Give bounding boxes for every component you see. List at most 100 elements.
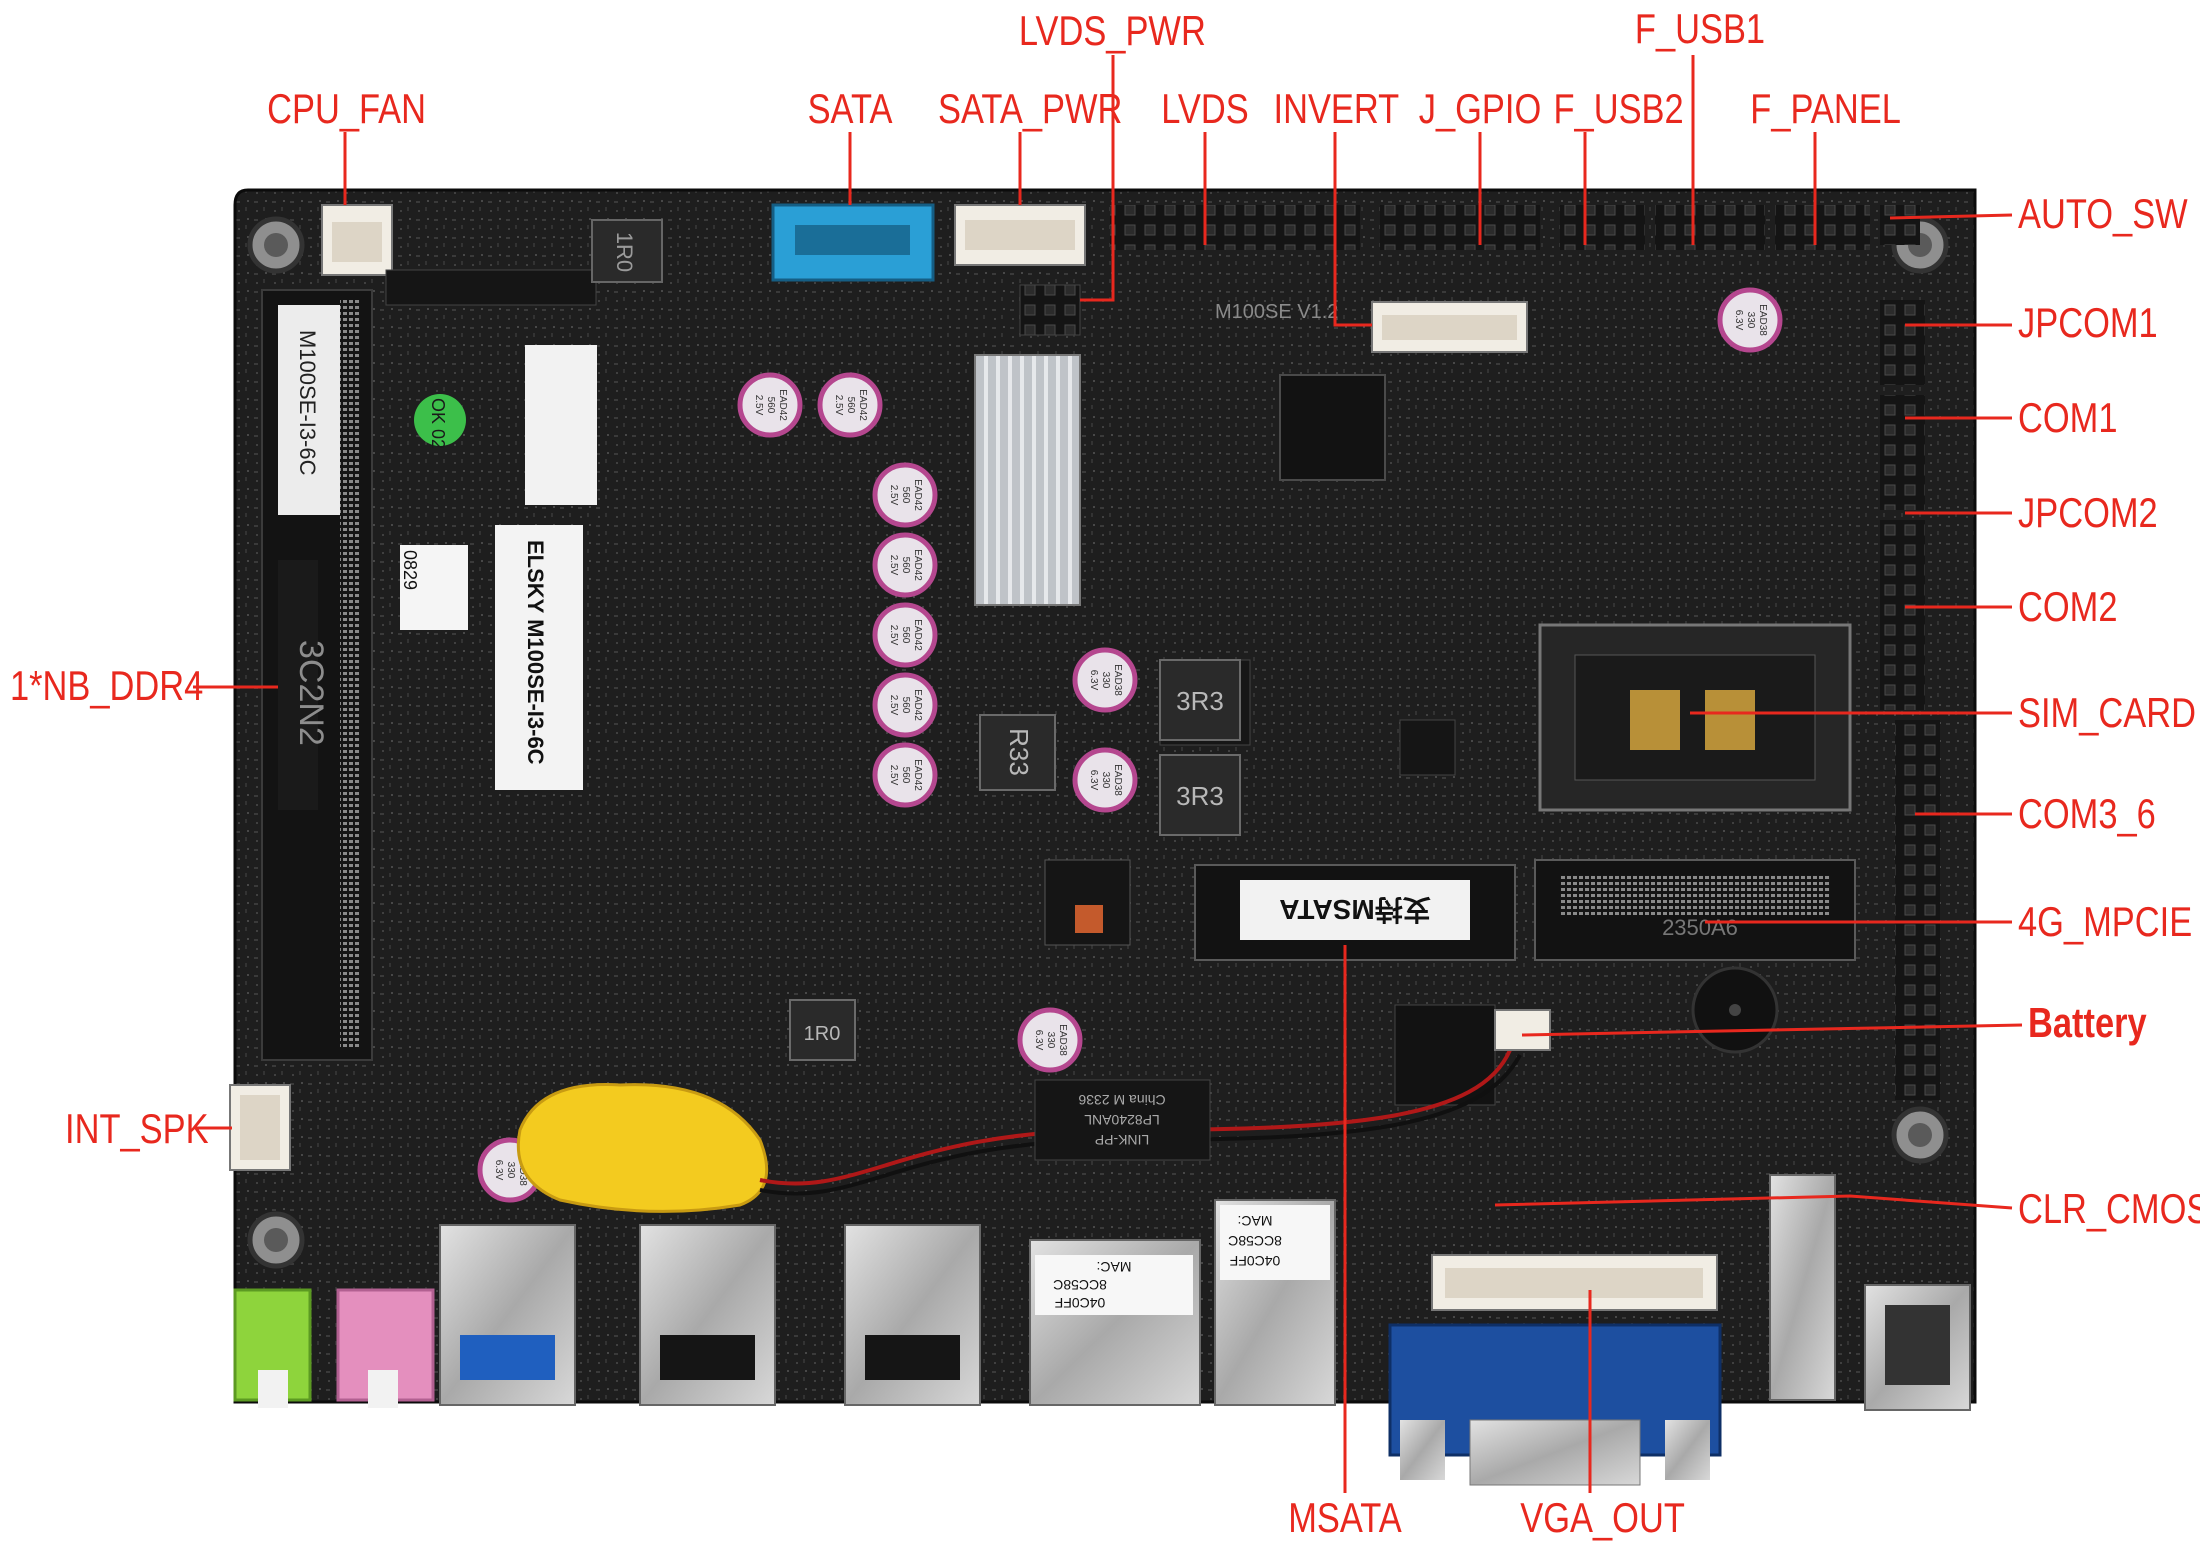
label-lvds-pwr: LVDS_PWR	[1018, 7, 1206, 54]
capacitor-text: 6.3V	[1733, 310, 1744, 331]
label-sata-pwr: SATA_PWR	[938, 85, 1123, 132]
capacitor-text: 560	[900, 627, 911, 644]
capacitor-text: 6.3V	[1033, 1030, 1044, 1051]
int-spk-header	[229, 1084, 291, 1171]
sim-card-holder	[1538, 623, 1852, 812]
label-battery: Battery	[2028, 999, 2147, 1046]
capacitor-text: EAD38	[1057, 1024, 1068, 1056]
inductor-3r3-b: 3R3	[1176, 781, 1224, 811]
lan-chip-line2: LP8240ANL	[1084, 1112, 1160, 1128]
label-j-gpio: J_GPIO	[1418, 85, 1542, 132]
mac-line1-b: 8CC58C	[1228, 1233, 1282, 1249]
lan-chip-line3: China M 2336	[1078, 1092, 1165, 1108]
right-com-headers	[1880, 300, 1940, 1100]
inductor-1r0-bottom: 1R0	[804, 1023, 841, 1045]
label-f-usb2: F_USB2	[1553, 85, 1684, 132]
inductor-3r3-a: 3R3	[1176, 686, 1224, 716]
capacitor-text: 560	[900, 557, 911, 574]
label-nb-ddr4: 1*NB_DDR4	[10, 662, 204, 709]
capacitor-text: 330	[1045, 1032, 1056, 1049]
label-jpcom1: JPCOM1	[2018, 299, 2158, 346]
capacitor-text: EAD42	[912, 479, 923, 511]
label-vga-out: VGA_OUT	[1520, 1494, 1685, 1541]
msata-slot: 支持MSATA	[1194, 864, 1516, 961]
label-com2: COM2	[2018, 583, 2118, 630]
label-sim-card: SIM_CARD	[2018, 689, 2196, 736]
label-clr-cmos: CLR_CMOS	[2018, 1185, 2200, 1232]
vga-header	[1431, 1254, 1718, 1311]
capacitor-text: 560	[900, 697, 911, 714]
lan-chip: LINK-PP LP8240ANL China M 2336	[1034, 1079, 1211, 1161]
inductor-r33: R33	[1004, 728, 1034, 776]
mounting-holes	[247, 216, 1949, 1269]
capacitor-text: 2.5V	[888, 765, 899, 786]
capacitor-text: EAD38	[1757, 304, 1768, 336]
lan-ports: MAC: 8CC58C 04C0FF MAC: 8CC58C 04C0FF	[1029, 1199, 1336, 1406]
sticker-number-text: 0829	[400, 550, 420, 590]
label-f-usb1: F_USB1	[1634, 5, 1766, 52]
mac-line2-b: 04C0FF	[1230, 1253, 1281, 1269]
capacitor-text: 330	[1745, 312, 1756, 329]
cpu-fan-header	[321, 204, 393, 276]
lvds-pwr-jumper	[1019, 284, 1081, 336]
capacitor-text: EAD42	[912, 619, 923, 651]
label-invert: INVERT	[1273, 85, 1400, 132]
capacitor-text: EAD42	[857, 389, 868, 421]
mpcie-slot: 2350A6	[1534, 859, 1856, 961]
ok-sticker-text: OK 02	[428, 398, 448, 449]
leader-invert	[1333, 132, 1372, 327]
top-pin-headers: M100SE V1.2	[1110, 205, 1920, 323]
capacitor-text: 560	[765, 397, 776, 414]
capacitor-text: 6.3V	[493, 1160, 504, 1181]
leader-auto-sw	[1889, 213, 2013, 220]
label-com1: COM1	[2018, 394, 2118, 441]
lan-chip-line1: LINK-PP	[1095, 1132, 1149, 1148]
sata-power-header	[954, 204, 1086, 266]
label-msata: MSATA	[1288, 1494, 1402, 1541]
capacitor-text: 2.5V	[888, 625, 899, 646]
label-jpcom2: JPCOM2	[2018, 489, 2158, 536]
capacitor-text: 2.5V	[888, 485, 899, 506]
buzzer	[1691, 966, 1779, 1054]
sticker-model-text: M100SE-I3-6C	[295, 330, 320, 476]
capacitor-text: 2.5V	[833, 395, 844, 416]
board-version-text: M100SE V1.2	[1215, 301, 1338, 323]
label-lvds: LVDS	[1161, 85, 1249, 132]
audio-jacks	[233, 1288, 435, 1408]
leader-lines	[193, 55, 2023, 1493]
capacitor-text: 560	[900, 487, 911, 504]
label-f-panel: F_PANEL	[1750, 85, 1901, 132]
dc-jack	[1769, 1174, 1971, 1411]
label-cpu-fan: CPU_FAN	[267, 85, 426, 132]
capacitor-text: EAD42	[912, 549, 923, 581]
label-sata: SATA	[807, 85, 893, 132]
ddr4-slot: 3C2N2 M100SE-I3-6C	[261, 269, 597, 1061]
msata-slot-text: 支持MSATA	[1279, 894, 1430, 925]
mac-label-b: MAC:	[1238, 1213, 1273, 1229]
label-4g-mpcie: 4G_MPCIE	[2018, 898, 2193, 945]
capacitor-text: 2.5V	[888, 695, 899, 716]
vga-port	[1388, 1323, 1722, 1486]
capacitor-text: 330	[1100, 772, 1111, 789]
capacitor-text: EAD38	[1112, 764, 1123, 796]
capacitor-text: EAD38	[1112, 664, 1123, 696]
sata-port	[771, 203, 935, 282]
heatsink	[974, 354, 1081, 606]
capacitor-text: EAD42	[777, 389, 788, 421]
inductor-top-text: 1R0	[612, 232, 637, 272]
inductor-top: 1R0	[591, 219, 663, 283]
invert-connector	[1371, 301, 1528, 353]
capacitor-text: 6.3V	[1088, 670, 1099, 691]
capacitor-text: 560	[900, 767, 911, 784]
